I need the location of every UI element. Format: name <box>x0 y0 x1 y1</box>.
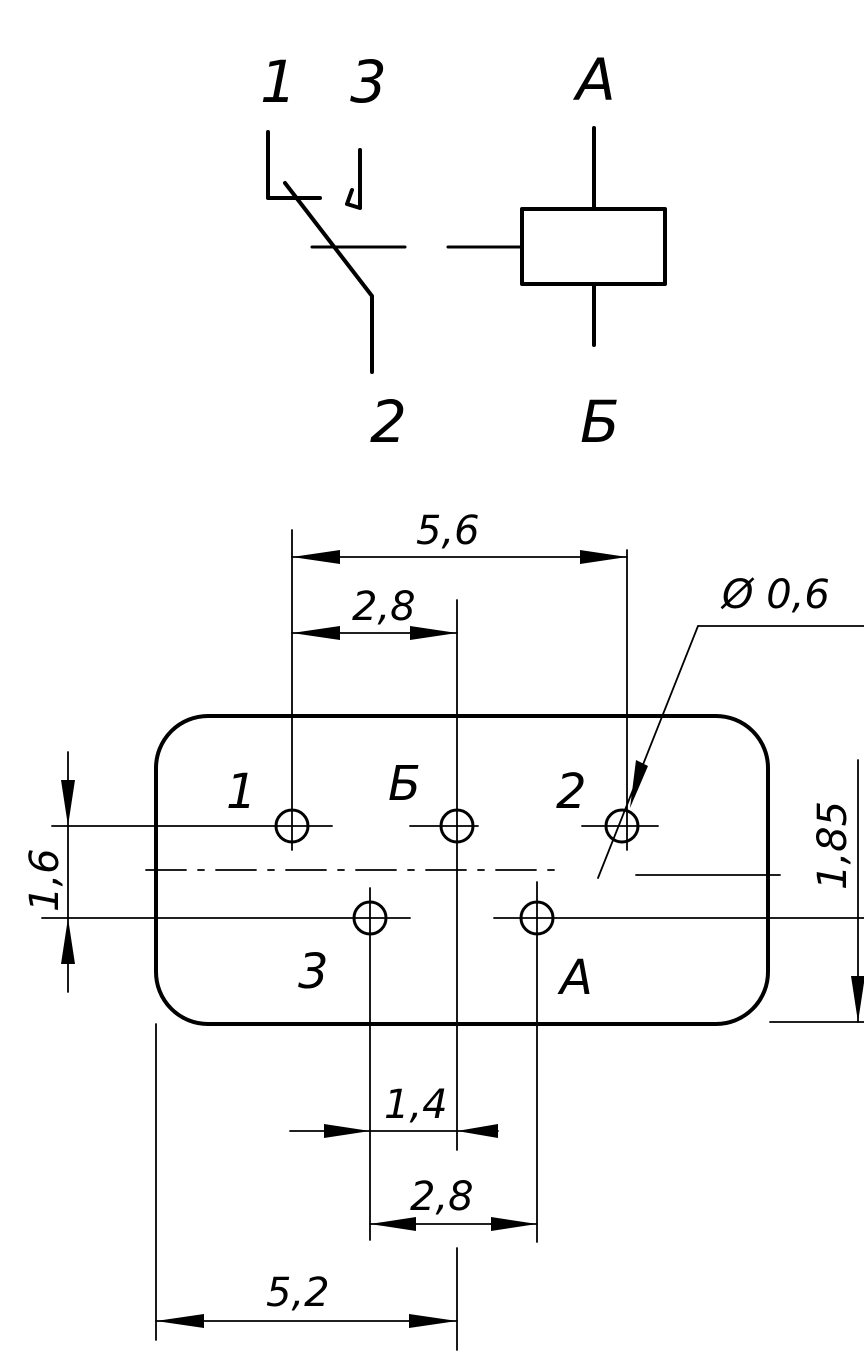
arrow-left <box>370 1217 416 1231</box>
arrow-bottom <box>851 976 864 1022</box>
arrow-left <box>324 1124 370 1138</box>
dim-bottom-mid: 2,8 <box>369 1174 538 1231</box>
dim-label-5-2: 5,2 <box>266 1270 330 1316</box>
pin-holes <box>274 808 640 936</box>
dim-top-inner: 2,8 <box>291 584 458 640</box>
arrow-right <box>491 1217 537 1231</box>
arrow-left <box>156 1314 204 1328</box>
arrow-top <box>61 780 75 826</box>
pin-hole-b <box>439 808 475 844</box>
schematic-contact-group: 1 3 2 <box>260 48 407 456</box>
dim-label-2-8-bottom: 2,8 <box>410 1174 474 1220</box>
dim-bottom-overall: 5,2 <box>155 1023 458 1351</box>
pin-label-2: 2 <box>556 764 587 820</box>
dim-label-1-85: 1,85 <box>810 801 856 890</box>
pin-label-b: Б <box>388 756 421 812</box>
arrow-bottom <box>61 918 75 964</box>
dim-label-diameter: Ø 0,6 <box>720 572 830 618</box>
arrow-right <box>410 626 457 640</box>
pin-hole-a <box>519 900 555 936</box>
leader-line <box>597 625 699 879</box>
contact-terminal-1 <box>266 130 322 200</box>
arrow-right <box>409 1314 457 1328</box>
dim-hole-diameter: Ø 0,6 <box>597 572 864 879</box>
arrow-right <box>457 1124 498 1138</box>
pin-labels: 1 Б 2 3 А <box>226 756 593 1006</box>
arrow-left <box>292 550 340 564</box>
dim-bottom-small: 1,4 <box>289 1082 499 1138</box>
dim-left-pitch: 1,6 <box>22 751 75 993</box>
pin-label-1: 1 <box>226 764 257 820</box>
contact-label-3: 3 <box>350 48 387 116</box>
dim-label-5-6: 5,6 <box>416 508 480 554</box>
contact-switch-lever <box>283 181 374 374</box>
relay-coil <box>520 207 667 286</box>
coil-label-b: Б <box>580 388 620 456</box>
dim-right-height: 1,85 <box>769 759 864 1023</box>
pin-hole-1 <box>274 808 310 844</box>
pin-center-lines <box>41 529 864 1243</box>
pin-label-a: А <box>557 950 593 1006</box>
schematic-coil-group: А Б <box>446 46 667 456</box>
coil-label-a: А <box>572 46 616 114</box>
dim-label-2-8-top: 2,8 <box>352 584 416 630</box>
contact-terminal-3 <box>345 148 362 210</box>
contact-label-2: 2 <box>370 388 407 456</box>
pin-hole-2 <box>604 808 640 844</box>
pin-hole-3 <box>352 900 388 936</box>
dim-top-overall: 5,6 <box>291 508 628 564</box>
pin-label-3: 3 <box>298 944 329 1000</box>
arrow-right <box>580 550 627 564</box>
dim-label-1-4: 1,4 <box>384 1082 448 1128</box>
dim-label-1-6: 1,6 <box>22 848 68 912</box>
footprint-outline-group <box>145 714 781 1026</box>
contact-label-1: 1 <box>260 48 297 116</box>
leader-arrow <box>630 760 648 808</box>
arrow-left <box>292 626 340 640</box>
